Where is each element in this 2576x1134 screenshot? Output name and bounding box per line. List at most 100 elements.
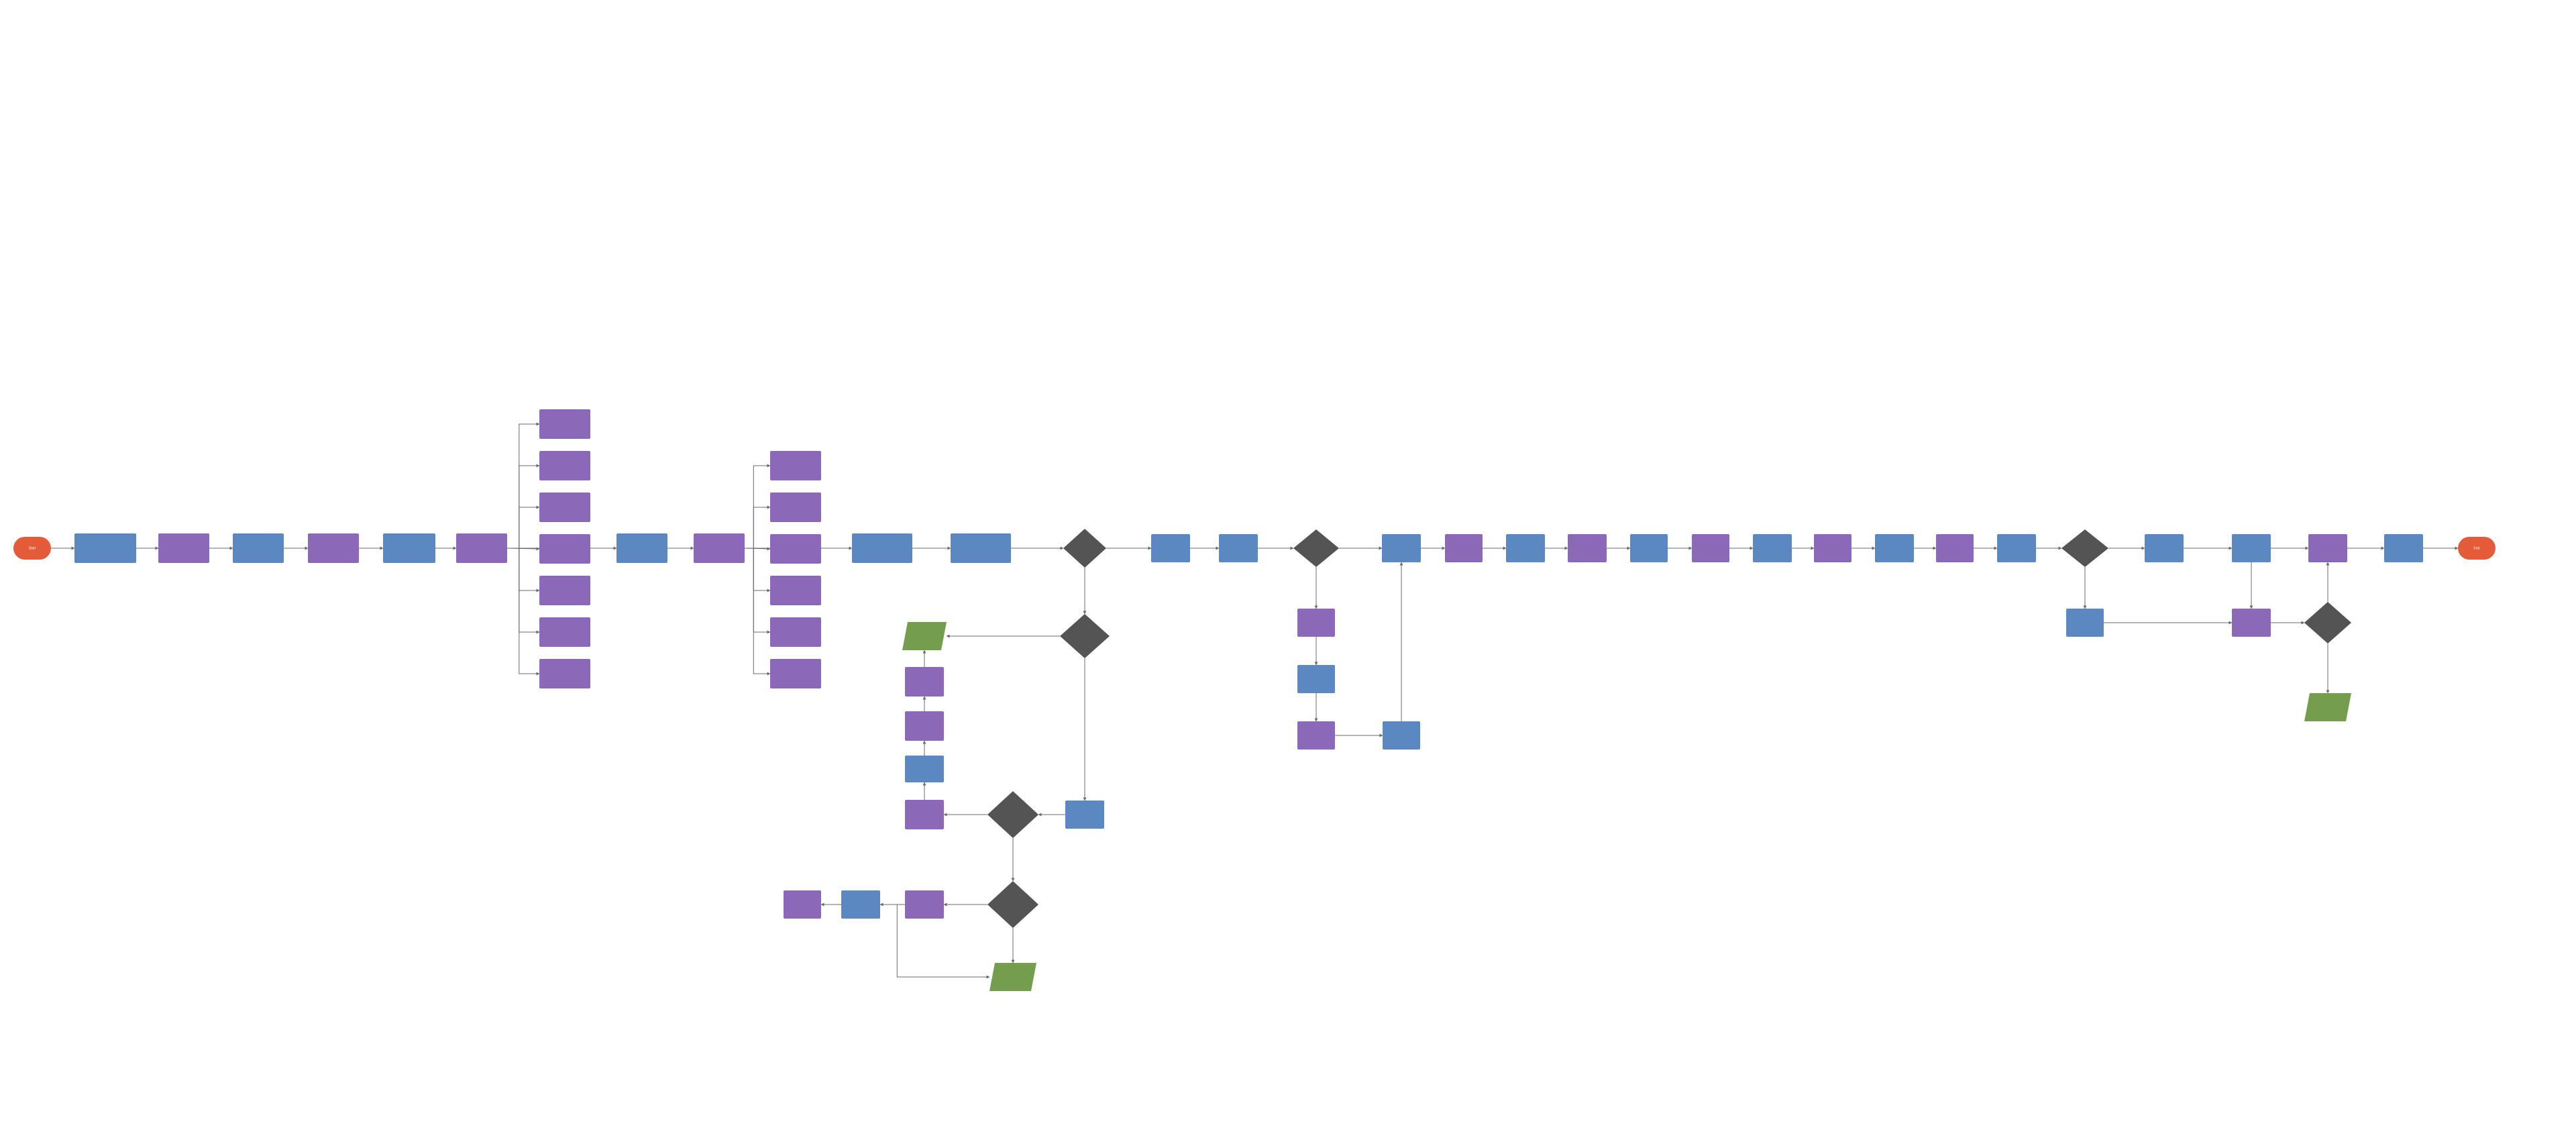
process-node[interactable]	[456, 533, 507, 563]
process-node[interactable]	[1219, 534, 1258, 562]
process-node[interactable]	[539, 534, 590, 564]
process-node-shape	[1630, 534, 1668, 562]
decision-node[interactable]	[1060, 614, 1110, 658]
decision-node-shape	[2304, 602, 2351, 643]
process-node[interactable]	[1936, 534, 1974, 562]
process-node-shape	[2308, 534, 2347, 562]
process-node-shape	[905, 711, 944, 741]
decision-node[interactable]	[2061, 529, 2108, 567]
process-node[interactable]	[2232, 534, 2271, 562]
process-node[interactable]	[2066, 609, 2104, 637]
process-node[interactable]	[1297, 721, 1335, 750]
end-terminal-shape	[2458, 537, 2496, 560]
process-node[interactable]	[233, 533, 284, 563]
process-node[interactable]	[539, 451, 590, 480]
process-node[interactable]	[770, 451, 821, 480]
end-terminal[interactable]: End	[2458, 537, 2496, 560]
process-node-shape	[1151, 534, 1190, 562]
process-node[interactable]	[383, 533, 435, 563]
process-node[interactable]	[1382, 534, 1421, 562]
decision-node[interactable]	[1293, 529, 1339, 567]
process-node[interactable]	[1568, 534, 1607, 562]
process-node[interactable]	[158, 533, 209, 563]
process-node[interactable]	[1297, 609, 1335, 637]
process-node[interactable]	[539, 659, 590, 688]
process-node[interactable]	[539, 617, 590, 647]
process-node-shape	[1875, 534, 1914, 562]
decision-node[interactable]	[1063, 529, 1106, 568]
process-node-shape	[1219, 534, 1258, 562]
process-node-shape	[905, 756, 944, 782]
process-node[interactable]	[784, 890, 821, 919]
process-node[interactable]	[905, 667, 944, 697]
node-layer: Start End	[13, 409, 2496, 991]
process-node[interactable]	[1151, 534, 1190, 562]
process-node[interactable]	[1383, 721, 1420, 750]
process-node[interactable]	[1753, 534, 1792, 562]
process-node[interactable]	[308, 533, 359, 563]
io-node[interactable]	[2304, 693, 2351, 721]
decision-node[interactable]	[2304, 602, 2351, 643]
process-node[interactable]	[539, 493, 590, 522]
process-node[interactable]	[1506, 534, 1545, 562]
process-node[interactable]	[852, 533, 912, 563]
process-node[interactable]	[951, 533, 1011, 563]
process-node[interactable]	[770, 659, 821, 688]
process-node[interactable]	[616, 533, 667, 563]
process-node-shape	[951, 533, 1011, 563]
process-node[interactable]	[905, 890, 944, 919]
io-node[interactable]	[989, 963, 1036, 991]
process-node[interactable]	[2384, 534, 2423, 562]
process-node[interactable]	[905, 756, 944, 782]
process-node-shape	[539, 576, 590, 605]
io-node[interactable]	[902, 622, 947, 650]
process-node[interactable]	[74, 533, 136, 563]
process-node-shape	[308, 533, 359, 563]
process-node[interactable]	[1875, 534, 1914, 562]
process-node[interactable]	[770, 534, 821, 564]
process-node-shape	[770, 451, 821, 480]
process-node[interactable]	[2308, 534, 2347, 562]
start-terminal[interactable]: Start	[13, 537, 51, 560]
process-node[interactable]	[539, 409, 590, 439]
process-node-shape	[1383, 721, 1420, 750]
process-node[interactable]	[1445, 534, 1483, 562]
process-node-shape	[2145, 534, 2184, 562]
connector-arrow	[745, 548, 771, 676]
connector-arrow	[507, 422, 540, 549]
process-node[interactable]	[1065, 801, 1104, 829]
process-node-shape	[770, 493, 821, 522]
process-node[interactable]	[905, 711, 944, 741]
start-terminal-label: Start	[29, 546, 36, 550]
process-node[interactable]	[1692, 534, 1729, 562]
process-node-shape	[770, 534, 821, 564]
process-node[interactable]	[1814, 534, 1851, 562]
process-node[interactable]	[539, 576, 590, 605]
process-node[interactable]	[2145, 534, 2184, 562]
process-node[interactable]	[694, 533, 745, 563]
process-node-shape	[852, 533, 912, 563]
process-node-shape	[383, 533, 435, 563]
decision-node[interactable]	[987, 791, 1038, 838]
process-node-shape	[841, 890, 880, 919]
process-node-shape	[539, 493, 590, 522]
io-node-shape	[989, 963, 1036, 991]
process-node[interactable]	[770, 576, 821, 605]
process-node[interactable]	[841, 890, 880, 919]
process-node-shape	[694, 533, 745, 563]
decision-node-shape	[2061, 529, 2108, 567]
process-node-shape	[2232, 609, 2271, 637]
process-node-shape	[616, 533, 667, 563]
process-node[interactable]	[770, 493, 821, 522]
io-node-shape	[2304, 693, 2351, 721]
process-node[interactable]	[1997, 534, 2036, 562]
decision-node-shape	[987, 881, 1038, 928]
process-node[interactable]	[1297, 665, 1335, 693]
decision-node[interactable]	[987, 881, 1038, 928]
process-node[interactable]	[1630, 534, 1668, 562]
process-node[interactable]	[2232, 609, 2271, 637]
process-node[interactable]	[770, 617, 821, 647]
process-node-shape	[233, 533, 284, 563]
process-node-shape	[456, 533, 507, 563]
process-node[interactable]	[905, 800, 944, 829]
